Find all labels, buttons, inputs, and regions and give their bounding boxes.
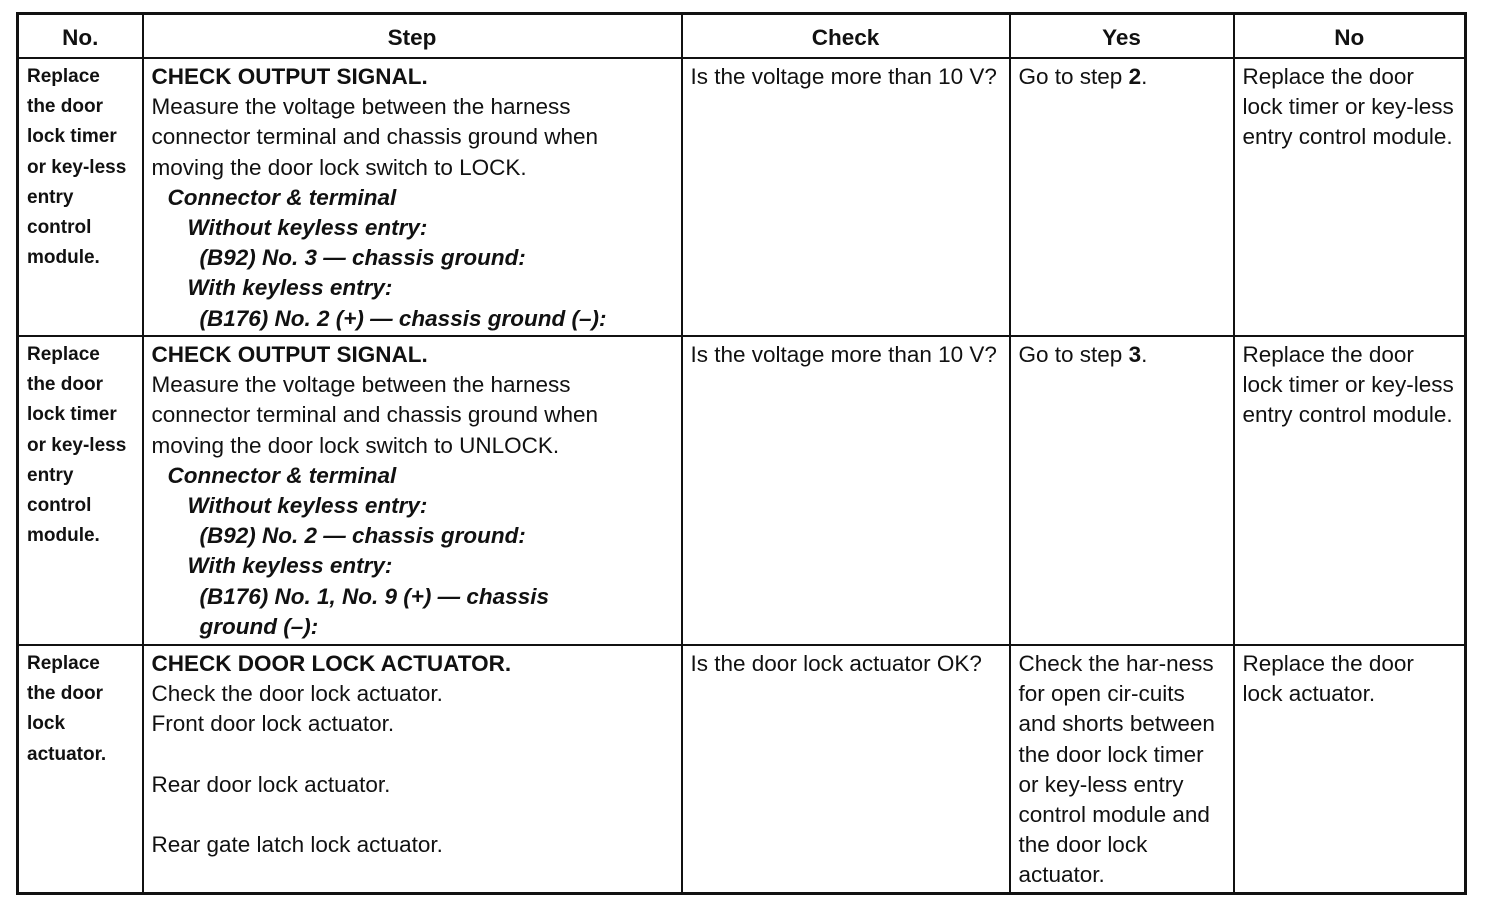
header-yes: Yes [1008,12,1235,59]
step-line: connector terminal and chassis ground wh… [151,402,599,428]
step-line: connector terminal and chassis ground wh… [151,124,599,150]
connector-label: Connector & terminal [167,184,397,210]
spacer [152,800,673,830]
yes-cell: Go to step 3. [1008,335,1235,646]
yes-suffix: . [1141,342,1148,367]
with-keyless-value: (B176) No. 2 (+) — chassis ground (–): [199,305,607,331]
step-line: Rear gate latch lock actuator. [151,831,443,857]
step-cell: CHECK OUTPUT SIGNAL. Measure the voltage… [141,335,683,646]
step-title: CHECK DOOR LOCK ACTUATOR. [151,651,512,676]
table-row: Replace the door lock actuator. CHECK DO… [16,644,1467,894]
table-row: Replace the door lock timer or key-less … [16,335,1467,646]
with-keyless-label: With keyless entry: [187,553,393,579]
step-cell: CHECK DOOR LOCK ACTUATOR. Check the door… [141,644,683,894]
step-title: CHECK OUTPUT SIGNAL. [151,342,428,367]
step-title: CHECK OUTPUT SIGNAL. [151,64,428,89]
step-line: Rear door lock actuator. [151,771,391,797]
check-cell: Is the door lock actuator OK? [680,644,1011,894]
check-cell: Is the voltage more than 10 V? [680,57,1011,337]
yes-prefix: Go to step [1018,342,1129,367]
no-cell: Replace the door lock timer or key-less … [1232,335,1467,646]
check-cell: Is the voltage more than 10 V? [680,335,1011,646]
with-keyless-value: (B176) No. 1, No. 9 (+) — chassis [199,583,550,609]
diagnosis-table: No. Step Check Yes No Replace the door l… [16,12,1467,895]
step-number: Replace the door lock timer or key-less … [16,335,144,646]
header-no-result: No [1232,12,1467,59]
yes-cell: Check the har-ness for open cir-cuits an… [1008,644,1235,894]
without-keyless-label: Without keyless entry: [187,493,428,519]
yes-prefix: Go to step [1018,64,1129,89]
with-keyless-value: ground (–): [199,613,319,639]
with-keyless-label: With keyless entry: [187,275,393,301]
step-line: moving the door lock switch to UNLOCK. [151,432,560,458]
no-cell: Replace the door lock actuator. [1232,644,1467,894]
step-cell: CHECK OUTPUT SIGNAL. Measure the voltage… [141,57,683,337]
header-row: No. Step Check Yes No [16,12,1467,59]
header-step: Step [141,12,683,59]
spacer [152,740,673,770]
without-keyless-value: (B92) No. 3 — chassis ground: [199,245,526,271]
without-keyless-label: Without keyless entry: [187,215,428,241]
step-line: Measure the voltage between the harness [151,94,571,120]
yes-step-number: 2 [1128,64,1142,89]
step-number: Replace the door lock timer or key-less … [16,57,144,337]
yes-suffix: . [1141,64,1148,89]
yes-step-number: 3 [1128,342,1142,367]
without-keyless-value: (B92) No. 2 — chassis ground: [199,523,526,549]
step-line: Measure the voltage between the harness [151,372,571,398]
header-no: No. [16,12,144,59]
connector-label: Connector & terminal [167,462,397,488]
table-row: Replace the door lock timer or key-less … [16,57,1467,337]
yes-cell: Go to step 2. [1008,57,1235,337]
step-line: Front door lock actuator. [151,711,395,737]
step-number: Replace the door lock actuator. [16,644,144,894]
header-check: Check [680,12,1011,59]
step-line: Check the door lock actuator. [151,681,443,707]
step-line: moving the door lock switch to LOCK. [151,154,527,180]
no-cell: Replace the door lock timer or key-less … [1232,57,1467,337]
